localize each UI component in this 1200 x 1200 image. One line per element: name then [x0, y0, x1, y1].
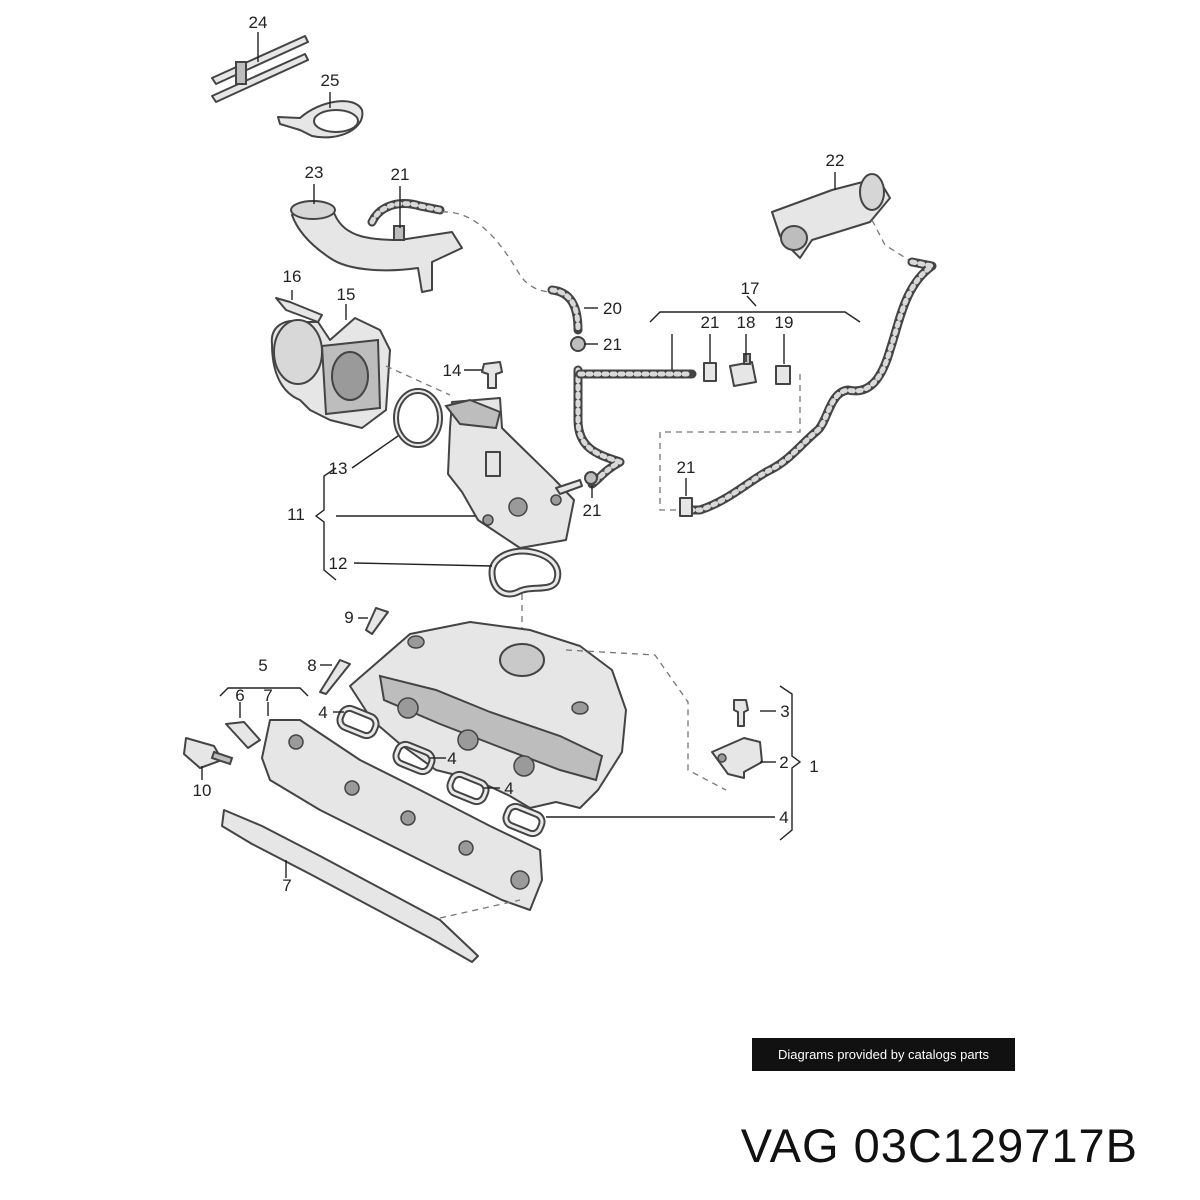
intake-manifold-1 — [349, 621, 627, 809]
throttle-body-15 — [270, 317, 391, 429]
bolt-8 — [319, 659, 351, 695]
callout-4-left: 4 — [318, 703, 327, 722]
callout-2: 2 — [779, 753, 788, 772]
callout-4-mid1: 4 — [447, 749, 456, 768]
hose-clamp-25 — [277, 100, 364, 139]
callout-5: 5 — [258, 656, 267, 675]
callout-13: 13 — [329, 459, 348, 478]
hose-20 — [547, 285, 586, 352]
callout-7-bottom: 7 — [282, 876, 291, 895]
callout-11: 11 — [287, 505, 305, 524]
callout-12: 12 — [329, 554, 348, 573]
connector-21-mid — [555, 471, 598, 495]
gaskets-4 — [336, 704, 546, 838]
bolt-9 — [365, 607, 389, 635]
callout-19: 19 — [775, 313, 794, 332]
callout-8: 8 — [307, 656, 316, 675]
callout-21-right: 21 — [603, 335, 622, 354]
sensor-10 — [183, 737, 234, 769]
callout-22: 22 — [826, 151, 845, 170]
callout-24: 24 — [249, 13, 268, 32]
callout-6: 6 — [235, 686, 244, 705]
o-ring-13 — [393, 388, 443, 448]
cable-tie-24 — [211, 35, 309, 103]
pipe-fitting-22 — [771, 173, 891, 259]
intake-elbow-11 — [444, 397, 575, 549]
callout-25: 25 — [321, 71, 340, 90]
intake-pipe-23 — [290, 200, 463, 293]
gasket-12 — [488, 547, 562, 598]
bolt-16 — [275, 297, 323, 323]
callout-18: 18 — [737, 313, 756, 332]
callout-4-mid2: 4 — [504, 779, 513, 798]
part-number-title: VAG 03C129717B — [740, 1119, 1138, 1172]
flap-sensor-2 — [711, 737, 763, 779]
callout-4-right: 4 — [779, 808, 788, 827]
callout-21-mid: 21 — [583, 501, 602, 520]
manifold-flange — [261, 719, 543, 911]
bolt-3 — [733, 699, 749, 727]
bolt-14 — [481, 361, 503, 389]
sender-6 — [225, 721, 261, 749]
attribution-banner: Diagrams provided by catalogs parts — [752, 1038, 1015, 1071]
callout-20: 20 — [603, 299, 622, 318]
callout-14: 14 — [443, 361, 462, 380]
vacuum-hose-assembly — [573, 353, 791, 489]
hose-21-top — [367, 199, 445, 241]
callout-10: 10 — [193, 781, 212, 800]
callout-16: 16 — [283, 267, 302, 286]
callout-21-lower-right: 21 — [677, 458, 696, 477]
callout-21-bracket: 21 — [701, 313, 720, 332]
callout-23: 23 — [305, 163, 324, 182]
gasket-strip-7 — [221, 809, 479, 963]
callout-3: 3 — [780, 702, 789, 721]
callout-9: 9 — [344, 608, 353, 627]
callout-7-top: 7 — [263, 686, 272, 705]
callout-1: 1 — [809, 757, 818, 776]
callout-15: 15 — [337, 285, 356, 304]
callout-17: 17 — [741, 279, 760, 298]
long-hose-right — [679, 257, 939, 517]
callout-21-top: 21 — [391, 165, 410, 184]
